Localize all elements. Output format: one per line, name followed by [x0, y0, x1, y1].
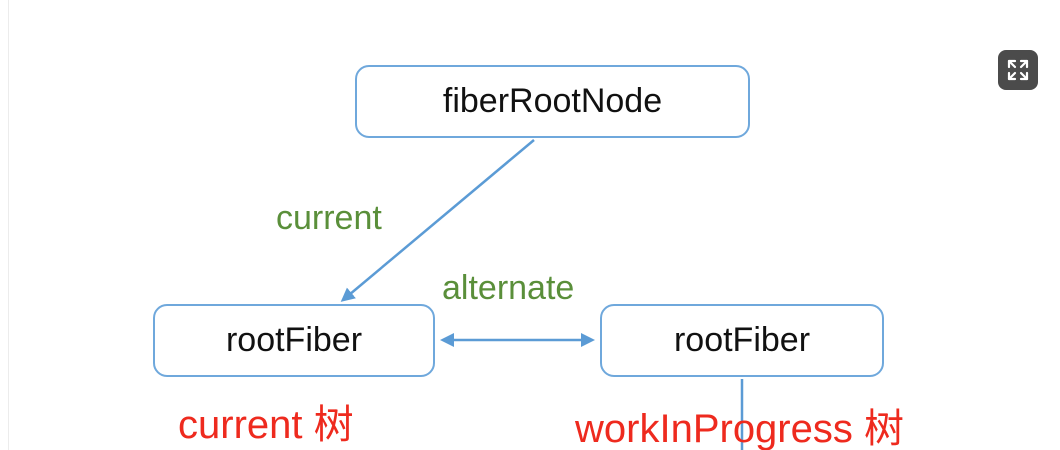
- expand-button[interactable]: [998, 50, 1038, 90]
- alternate-edge-label: alternate: [442, 269, 575, 307]
- current-root-fiber-node: rootFiber: [153, 304, 435, 377]
- left-divider: [8, 0, 9, 450]
- work-in-progress-tree-label: workInProgress 树: [575, 407, 904, 450]
- expand-icon: [1007, 59, 1029, 81]
- current-edge-label: current: [276, 199, 382, 237]
- current-tree-label: current 树: [178, 403, 354, 447]
- work-in-progress-root-fiber-node: rootFiber: [600, 304, 884, 377]
- fiber-root-node: fiberRootNode: [355, 65, 750, 138]
